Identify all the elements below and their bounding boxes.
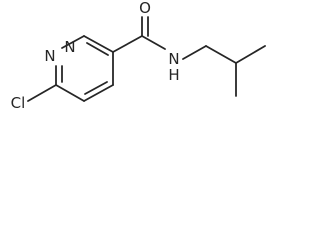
bond-ch-ch3-up: [235, 45, 266, 64]
ring-bond-4: [83, 84, 114, 102]
atom-n-ring-lower: N: [64, 38, 75, 56]
bond-carbonyl-n-2: [141, 35, 166, 50]
ring-bond-4-double: [84, 81, 108, 95]
atom-cl: Cl: [11, 94, 26, 112]
molecule-accurate: N N Cl O N H: [10, 0, 266, 112]
atom-n-ring-upper: N: [44, 47, 55, 65]
ring-bond-5: [55, 84, 85, 102]
atom-o: O: [139, 0, 151, 17]
bond-n-ch2: [182, 45, 207, 60]
ring-bond-2-double: [86, 42, 109, 56]
chemical-structure: N N Cl O N H: [10, 0, 266, 112]
ring-bond-1: [61, 35, 85, 49]
atom-h-amide: H: [168, 66, 179, 84]
atom-n-amide: N: [168, 50, 179, 68]
bond-ring-carbonyl-2: [112, 35, 143, 53]
ring-bond-2: [83, 35, 114, 53]
bond-ring-cl: [27, 84, 57, 102]
bond-ch2-ch: [205, 45, 237, 64]
